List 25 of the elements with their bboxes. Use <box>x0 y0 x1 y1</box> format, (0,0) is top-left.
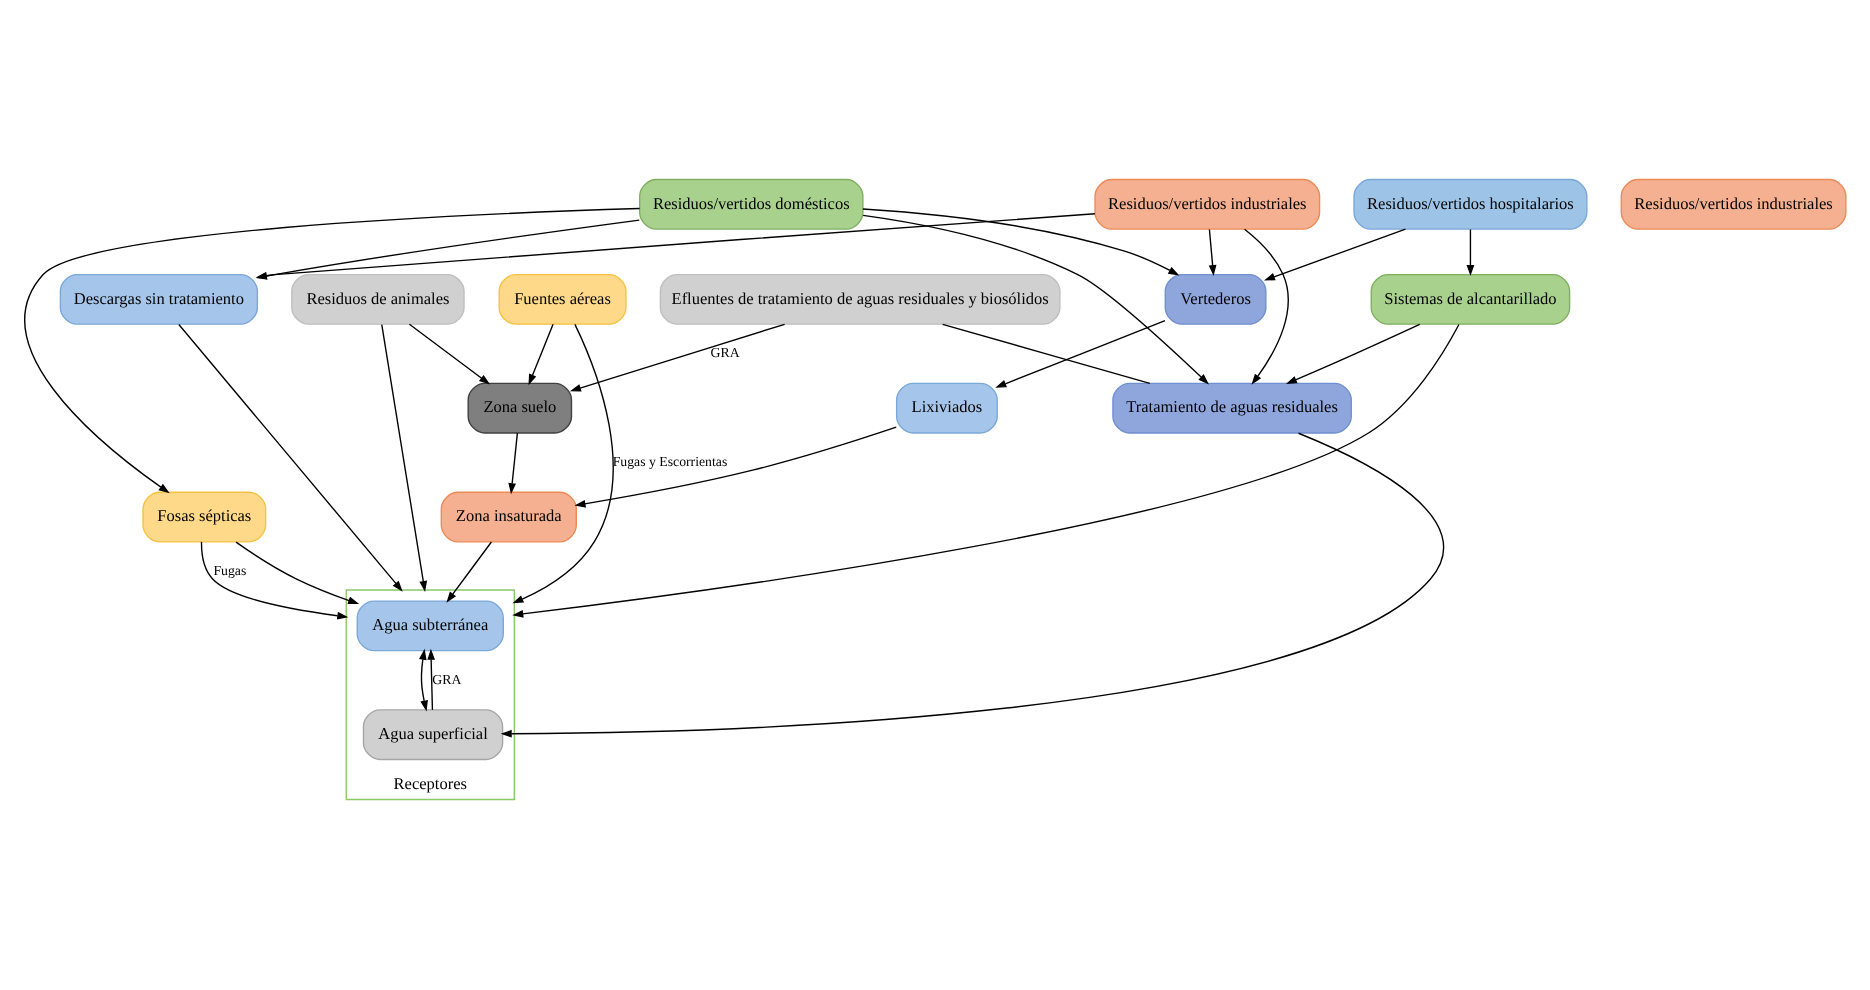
arrow <box>500 432 1445 738</box>
arrow <box>427 648 435 711</box>
arrow <box>569 323 786 392</box>
arrow <box>528 323 554 386</box>
arrow <box>512 323 1460 618</box>
arrow <box>508 432 519 495</box>
arrow <box>862 208 1180 276</box>
arrow <box>418 648 428 712</box>
arrow <box>574 426 897 508</box>
arrow <box>862 214 1209 385</box>
arrow <box>446 541 493 603</box>
arrow <box>995 320 1166 388</box>
arrow <box>1285 323 1421 385</box>
arrow <box>200 541 349 620</box>
arrow <box>1466 228 1475 277</box>
arrow <box>512 323 614 604</box>
arrow <box>24 207 641 494</box>
arrow <box>1208 228 1217 277</box>
arrow <box>1243 228 1289 385</box>
arrow <box>178 323 403 592</box>
arrow <box>408 323 491 385</box>
connector <box>941 323 1151 385</box>
arrow <box>235 541 360 605</box>
arrow <box>1264 228 1407 281</box>
arrow <box>381 323 428 593</box>
